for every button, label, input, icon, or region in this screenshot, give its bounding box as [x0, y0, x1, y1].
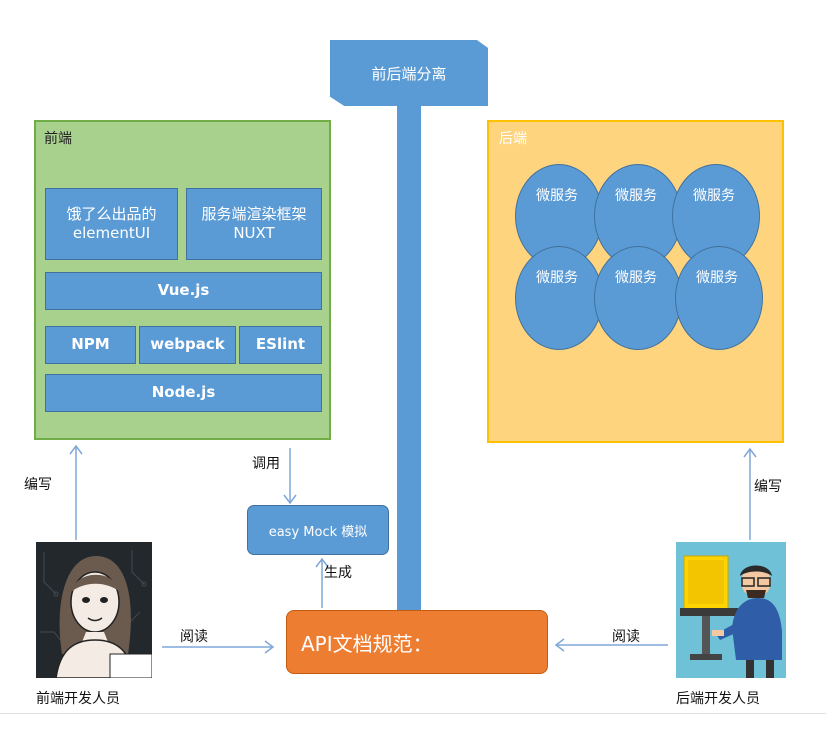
write-arrowhead-left — [69, 444, 83, 455]
separation-pillar — [397, 106, 421, 612]
backend-panel: 后端 微服务 微服务 微服务 微服务 微服务 微服务 — [487, 120, 784, 443]
microservice-node: 微服务 — [515, 246, 603, 350]
frontend-panel: 前端 饿了么出品的 elementUI 服务端渲染框架 NUXT Vue.js … — [34, 120, 331, 440]
write-label-left: 编写 — [24, 477, 52, 493]
read-label-right: 阅读 — [612, 629, 640, 645]
read-label-left: 阅读 — [180, 629, 208, 645]
elementui-box: 饿了么出品的 elementUI — [45, 188, 178, 260]
vue-box: Vue.js — [45, 272, 322, 310]
diagram-title: 前后端分离 — [330, 40, 488, 106]
backend-developer-avatar — [676, 542, 786, 678]
npm-box: NPM — [45, 326, 136, 364]
frontend-label: 前端 — [44, 131, 72, 147]
api-spec-box: API文档规范： — [286, 610, 548, 674]
frontend-developer-label: 前端开发人员 — [36, 691, 120, 707]
webpack-box: webpack — [139, 326, 236, 364]
call-arrowhead — [283, 494, 297, 505]
write-arrowhead-right — [743, 447, 757, 458]
bottom-divider — [0, 713, 826, 714]
read-arrowhead-right — [554, 638, 565, 652]
node-box: Node.js — [45, 374, 322, 412]
backend-developer-label: 后端开发人员 — [676, 691, 760, 707]
write-label-right: 编写 — [754, 479, 782, 495]
generate-label: 生成 — [324, 565, 352, 581]
backend-label: 后端 — [499, 131, 527, 147]
easy-mock-box: easy Mock 模拟 — [247, 505, 389, 555]
microservice-node: 微服务 — [594, 246, 682, 350]
microservice-node: 微服务 — [675, 246, 763, 350]
nuxt-box: 服务端渲染框架 NUXT — [186, 188, 322, 260]
read-arrowhead-left — [264, 640, 275, 654]
frontend-developer-avatar — [36, 542, 152, 678]
eslint-box: ESlint — [239, 326, 322, 364]
call-label: 调用 — [252, 456, 280, 472]
generate-arrowhead — [315, 557, 329, 568]
